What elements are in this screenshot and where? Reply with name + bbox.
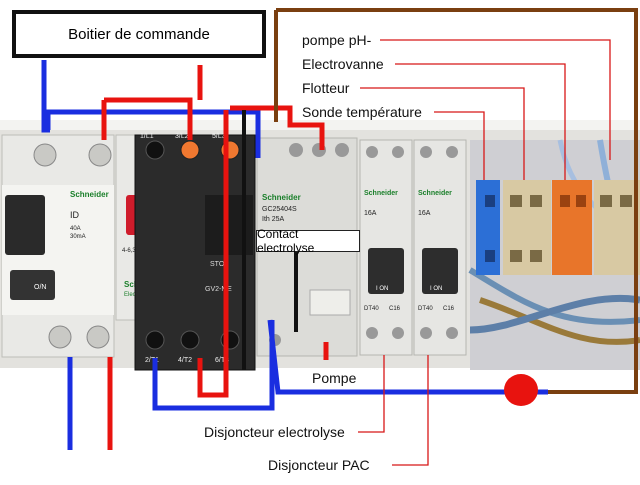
contactor-model-text: GV2-ME — [205, 286, 232, 293]
dt40-breaker-1: Schneider 16A I ON DT40 C16 — [359, 139, 413, 356]
b1-rating-text: 16A — [364, 210, 377, 217]
term-bot-2: 4/T2 — [178, 357, 192, 364]
term-top-1: 1/L1 — [140, 133, 154, 140]
diff-sens-text: 30mA — [70, 234, 86, 240]
b2-brand-text: Schneider — [418, 190, 452, 197]
differential-switch: Schneider ID 40A 30mA O/N — [1, 134, 115, 358]
enclosure-outline — [276, 8, 638, 394]
b2-curve-text: C16 — [443, 306, 455, 312]
label-pompe-ph: pompe pH- — [302, 32, 372, 48]
control-box-label: Boitier de commande — [12, 10, 266, 58]
b1-pos-text: I ON — [376, 286, 388, 292]
wire-bundle-2 — [479, 297, 640, 345]
diff-id-text: ID — [70, 210, 80, 220]
b1-model-text: DT40 — [364, 306, 379, 312]
label-flotteur: Flotteur — [302, 80, 350, 96]
b1-brand-text: Schneider — [364, 190, 398, 197]
b1-curve-text: C16 — [389, 306, 401, 312]
label-pompe: Pompe — [310, 370, 359, 386]
phase-wires — [101, 65, 329, 450]
callout-lines — [358, 39, 611, 466]
diff-pos-text: O/N — [34, 284, 46, 291]
label-electrovanne: Electrovanne — [302, 56, 384, 72]
diff-brand-text: Schneider — [70, 190, 109, 199]
junction-dot — [504, 374, 538, 406]
control-box-text: Boitier de commande — [68, 25, 210, 43]
neutral-wires — [41, 60, 548, 450]
contactor-block: STOP GV2-ME 1/L1 3/L2 5/L3 2/T1 4/T2 6/T… — [134, 133, 256, 371]
b2-rating-text: 16A — [418, 210, 431, 217]
gc-brand-text: Schneider — [262, 193, 301, 202]
contactor-stop-text: STOP — [210, 261, 229, 268]
term-top-2: 3/L2 — [175, 133, 189, 140]
label-sonde-temperature: Sonde température — [302, 104, 422, 120]
motor-brand-sub-text: Electric — [124, 292, 144, 298]
wire-bundle-3 — [469, 295, 640, 334]
b2-model-text: DT40 — [418, 306, 433, 312]
label-disjoncteur-electrolyse: Disjoncteur electrolyse — [204, 424, 345, 440]
term-bot-3: 6/T3 — [215, 357, 229, 364]
term-bot-1: 2/T1 — [145, 357, 159, 364]
label-contact-electrolyse: Contact electrolyse — [256, 227, 360, 255]
term-top-3: 5/L3 — [212, 133, 226, 140]
diff-rating-text: 40A — [70, 226, 81, 232]
contact-text: Contact electrolyse — [257, 227, 315, 255]
dt40-breaker-2: Schneider 16A I ON DT40 C16 — [413, 139, 467, 356]
motor-range-text: 4-6,3A — [122, 248, 140, 254]
label-disjoncteur-pac: Disjoncteur PAC — [268, 457, 370, 473]
b2-pos-text: I ON — [430, 286, 442, 292]
gc-rating-text: Ith 25A — [262, 216, 285, 223]
gc-model-text: GC25404S — [262, 206, 297, 213]
terminal-blocks — [476, 180, 640, 275]
